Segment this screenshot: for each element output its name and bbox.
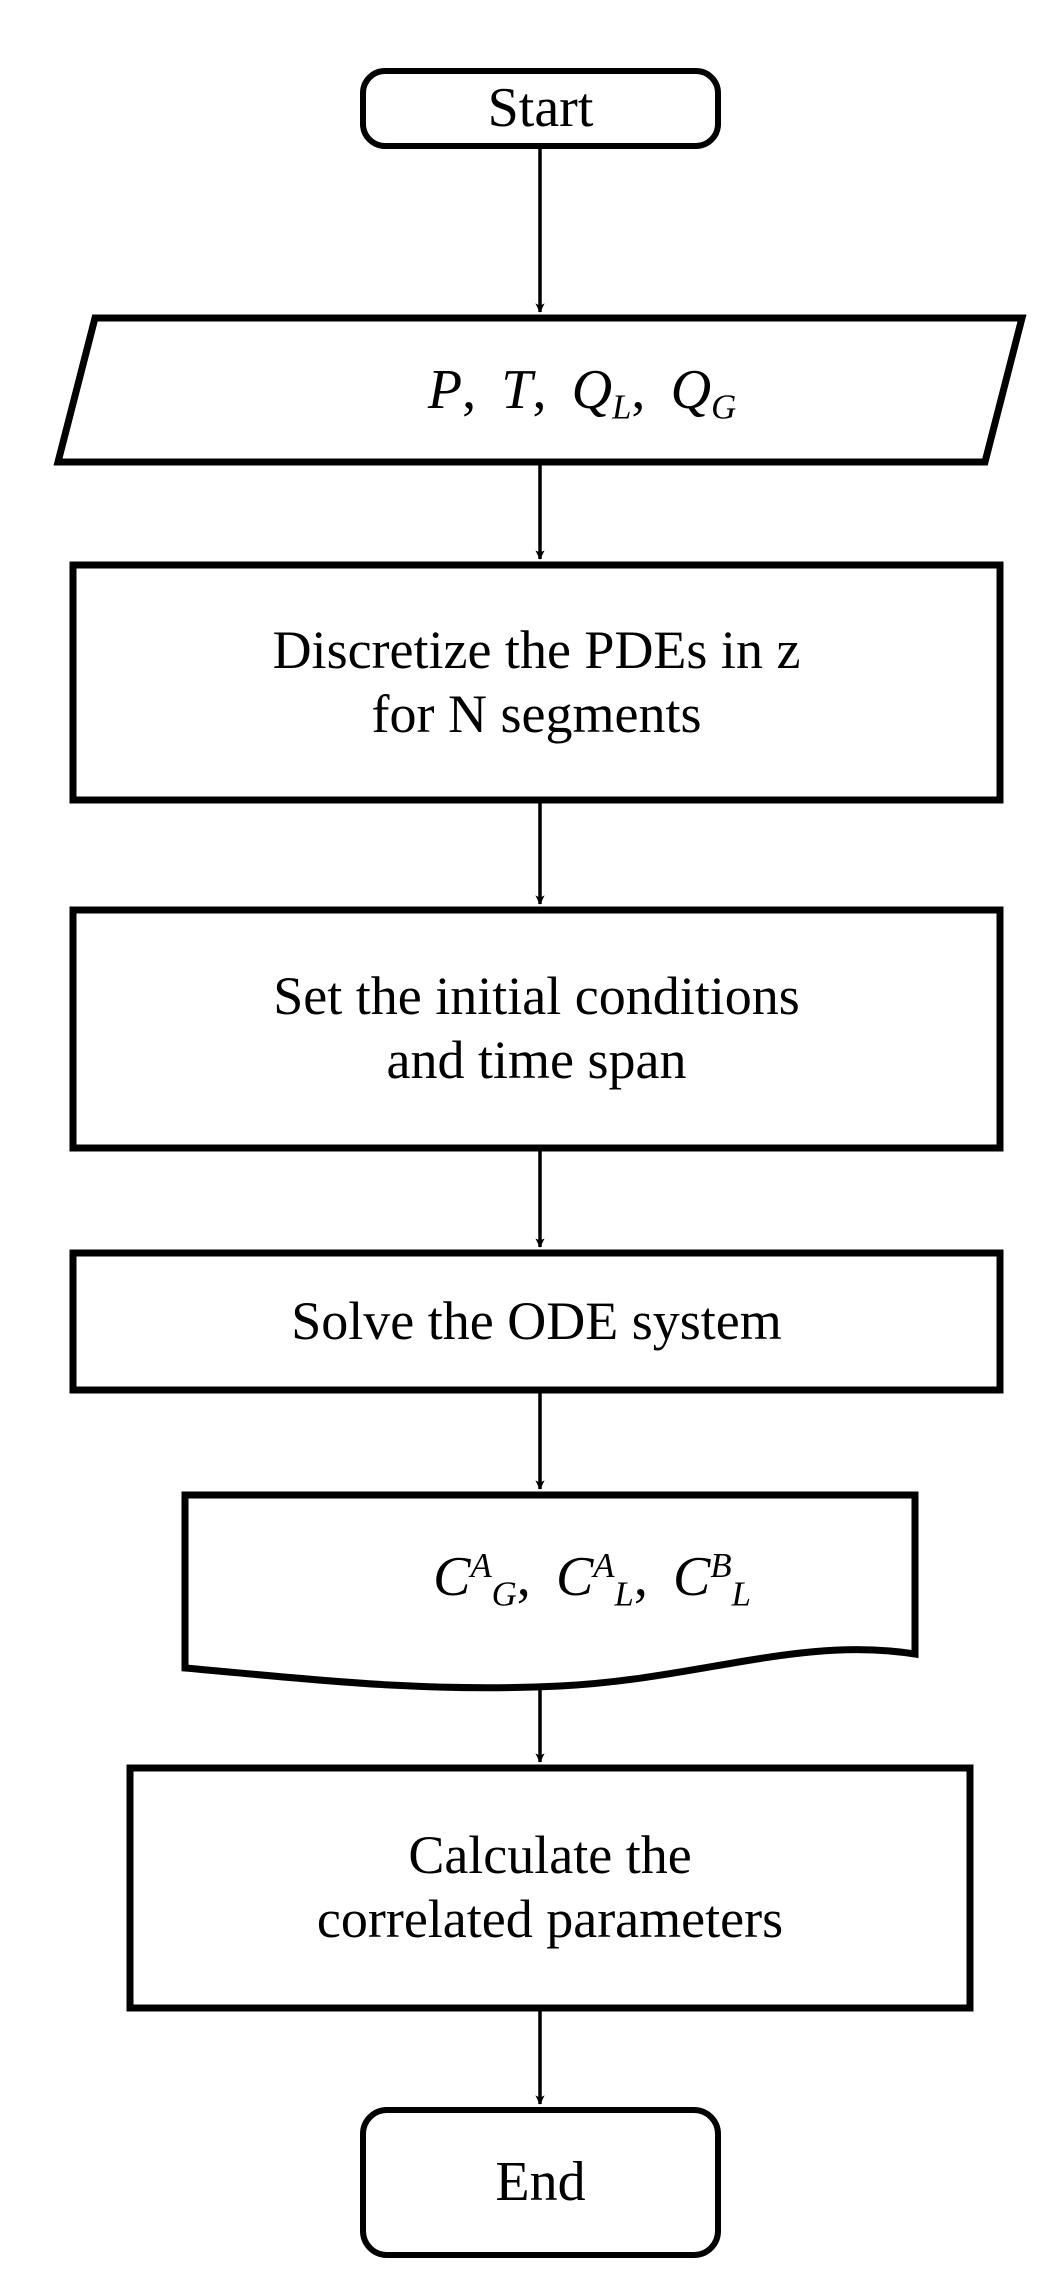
node-initial-conditions-shape[interactable] (69, 906, 1004, 1152)
node-calculate-shape[interactable] (126, 1764, 974, 2012)
node-solve-ode-shape[interactable] (69, 1249, 1004, 1394)
node-results-shape[interactable] (181, 1491, 919, 1692)
node-discretize-shape[interactable] (69, 561, 1004, 804)
node-end-shape[interactable] (360, 2107, 721, 2258)
node-start-shape[interactable] (360, 68, 721, 149)
node-inputs-shape[interactable] (53, 314, 1027, 466)
